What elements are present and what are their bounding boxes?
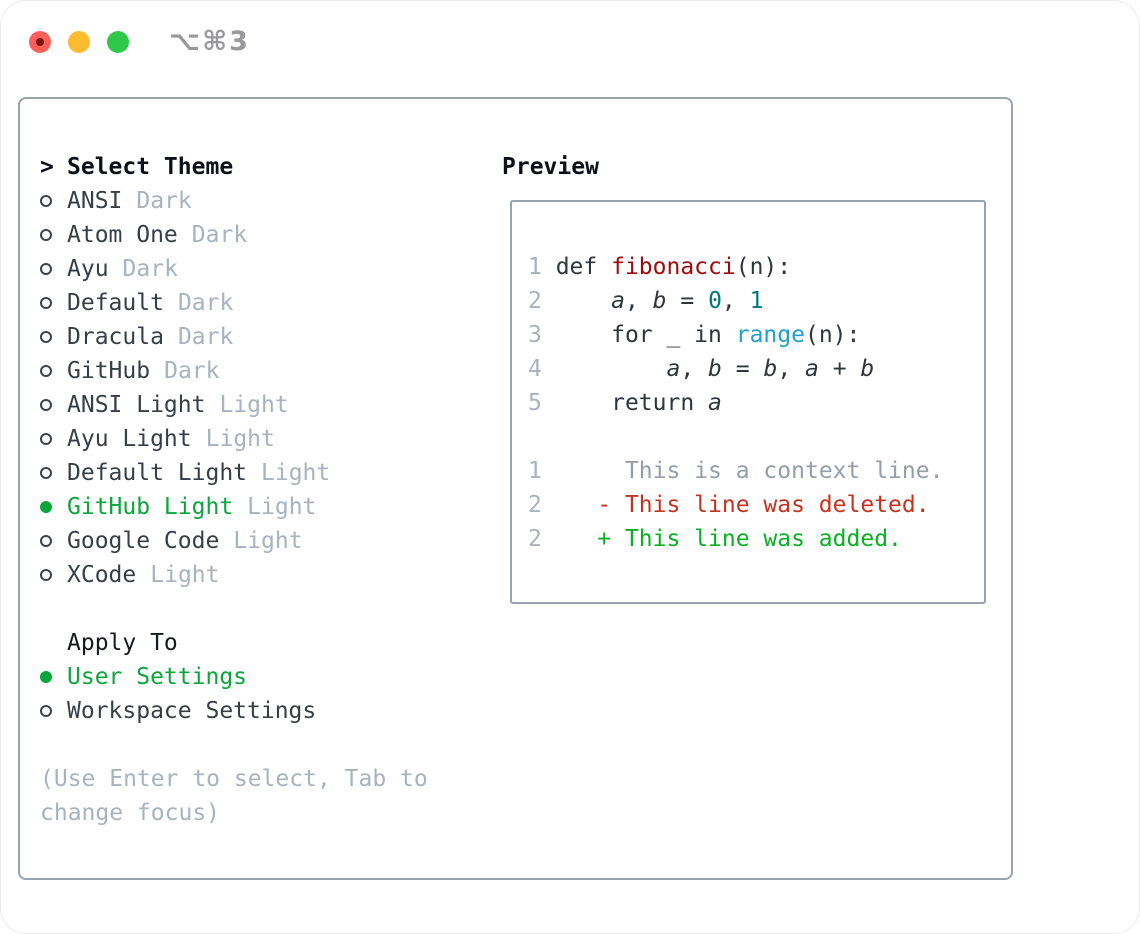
radio-icon: [40, 229, 67, 241]
preview-title: Preview: [502, 154, 599, 180]
radio-icon: [40, 705, 67, 717]
radio-icon: [40, 331, 67, 343]
theme-name: Google Code: [67, 528, 220, 554]
preview-line: 1 This is a context line.: [528, 458, 944, 484]
theme-name: GitHub: [67, 358, 151, 384]
theme-variant: Light: [247, 494, 317, 520]
apply-title: Apply To: [67, 630, 178, 656]
theme-list: ANSI Dark Atom One Dark Ayu Dark Default…: [40, 184, 482, 592]
theme-option[interactable]: Default Light Light: [40, 456, 482, 490]
preview-line: 2 + This line was added.: [528, 526, 902, 552]
radio-icon: [40, 671, 67, 683]
theme-picker-panel: > Select Theme ANSI Dark Atom One Dark A…: [18, 97, 1013, 880]
radio-icon: [40, 297, 67, 309]
close-button[interactable]: [29, 30, 51, 53]
theme-variant: Dark: [177, 324, 234, 350]
theme-variant: Light: [233, 528, 303, 554]
theme-menu: > Select Theme ANSI Dark Atom One Dark A…: [40, 150, 482, 830]
apply-option-label: User Settings: [67, 664, 248, 690]
theme-option[interactable]: Ayu Dark: [40, 252, 482, 286]
close-dot-icon: [36, 37, 44, 46]
preview-line: 2 - This line was deleted.: [528, 492, 930, 518]
preview-line: 4 a, b = b, a + b: [528, 356, 875, 382]
preview-line: 3 for _ in range(n):: [528, 322, 861, 348]
theme-variant: Light: [261, 460, 331, 486]
radio-icon: [40, 501, 67, 513]
apply-option[interactable]: Workspace Settings: [40, 694, 482, 728]
theme-variant: Dark: [191, 222, 248, 248]
apply-option[interactable]: User Settings: [40, 660, 482, 694]
theme-name: Default: [67, 290, 164, 316]
apply-section: Apply To User Settings Workspace Setting…: [40, 626, 482, 728]
theme-name: ANSI: [67, 188, 123, 214]
theme-variant: Light: [219, 392, 289, 418]
apply-list: User Settings Workspace Settings: [40, 660, 482, 728]
theme-option[interactable]: Atom One Dark: [40, 218, 482, 252]
theme-menu-title: Select Theme: [67, 154, 234, 180]
theme-option[interactable]: ANSI Dark: [40, 184, 482, 218]
theme-variant: Light: [150, 562, 220, 588]
minimize-button[interactable]: [68, 30, 90, 53]
theme-menu-header: > Select Theme: [40, 150, 482, 184]
apply-option-label: Workspace Settings: [67, 698, 317, 724]
radio-icon: [40, 399, 67, 411]
theme-name: Atom One: [67, 222, 178, 248]
theme-name: Dracula: [67, 324, 164, 350]
preview-box: 1 def fibonacci(n): 2 a, b = 0, 1 3 for _ …: [510, 200, 986, 604]
preview-line: 5 return a: [528, 390, 722, 416]
help-text: (Use Enter to select, Tab to change focu…: [40, 766, 428, 826]
preview-line: [528, 420, 984, 454]
radio-icon: [40, 433, 67, 445]
radio-icon: [40, 535, 67, 547]
theme-option[interactable]: XCode Light: [40, 558, 482, 592]
radio-icon: [40, 263, 67, 275]
radio-icon: [40, 467, 67, 479]
theme-name: GitHub Light: [67, 494, 234, 520]
theme-name: Ayu Light: [67, 426, 192, 452]
theme-variant: Dark: [136, 188, 192, 214]
theme-option[interactable]: GitHub Dark: [40, 354, 482, 388]
radio-icon: [40, 569, 67, 581]
theme-option[interactable]: Default Dark: [40, 286, 482, 320]
theme-name: Ayu: [67, 256, 109, 282]
theme-variant: Dark: [122, 256, 178, 282]
radio-icon: [40, 195, 67, 207]
theme-variant: Dark: [164, 358, 220, 384]
theme-variant: Dark: [177, 290, 234, 316]
preview-line: 2 a, b = 0, 1: [528, 288, 764, 314]
theme-option[interactable]: Dracula Dark: [40, 320, 482, 354]
theme-variant: Light: [205, 426, 275, 452]
theme-option[interactable]: Ayu Light Light: [40, 422, 482, 456]
radio-icon: [40, 365, 67, 377]
apply-header-row: Apply To: [40, 626, 482, 660]
theme-option[interactable]: GitHub Light Light: [40, 490, 482, 524]
prompt-icon: >: [40, 154, 54, 180]
titlebar: ⌥⌘3: [29, 26, 250, 57]
preview-line: 1 def fibonacci(n):: [528, 254, 792, 280]
theme-option[interactable]: Google Code Light: [40, 524, 482, 558]
theme-name: ANSI Light: [67, 392, 206, 418]
theme-option[interactable]: ANSI Light Light: [40, 388, 482, 422]
theme-name: XCode: [67, 562, 137, 588]
zoom-button[interactable]: [107, 30, 129, 53]
theme-name: Default Light: [67, 460, 248, 486]
window-shortcut-label: ⌥⌘3: [169, 26, 250, 57]
